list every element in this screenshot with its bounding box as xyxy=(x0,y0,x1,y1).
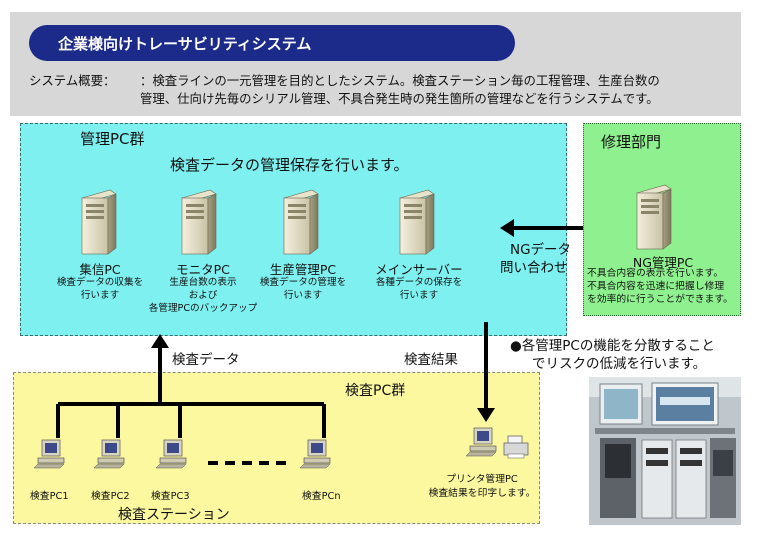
desktop-pc-icon xyxy=(299,439,331,469)
server-icon xyxy=(181,189,217,255)
inspection-pc-1-label: 検査PC1 xyxy=(30,491,69,502)
inspection-result-arrow xyxy=(477,322,495,422)
overview-label: システム概要： xyxy=(29,73,116,88)
ng-query-arrow xyxy=(500,219,583,237)
ng-pc-desc-3: を効率的に行うことができます。 xyxy=(587,294,733,305)
printer-icon xyxy=(503,435,529,459)
server-desc-2b: および xyxy=(188,290,218,301)
risk-note-line-1: ●各管理PCの機能を分散すること xyxy=(510,338,715,354)
server-name-3: 生産管理PC xyxy=(269,262,337,277)
server-icon xyxy=(283,189,319,255)
ng-pc-name: NG管理PC xyxy=(632,255,694,270)
desktop-pc-icon xyxy=(155,439,187,469)
server-desc-4b: 行います xyxy=(399,290,439,301)
server-desc-4a: 各種データの保存を xyxy=(375,277,463,288)
ng-data-label: NGデータ xyxy=(510,242,572,258)
server-icon xyxy=(81,189,117,255)
server-desc-3a: 検査データの管理を xyxy=(259,277,347,288)
server-name-2: モニタPC xyxy=(176,262,230,277)
desktop-pc-icon xyxy=(93,439,125,469)
repair-title: 修理部門 xyxy=(601,133,662,151)
inspection-data-arrow xyxy=(151,334,169,403)
inspection-pc-n-label: 検査PCn xyxy=(302,491,341,502)
title-banner xyxy=(29,25,515,61)
printer-pc-icon xyxy=(465,427,497,457)
station-group-title: 検査PC群 xyxy=(345,383,406,399)
ng-server-icon xyxy=(636,184,672,250)
ng-query-label: 問い合わせ xyxy=(500,260,568,276)
server-desc-1a: 検査データの収集を xyxy=(56,277,144,288)
server-name-4: メインサーバー xyxy=(375,262,463,277)
overview-line-1: ：検査ラインの一元管理を目的としたシステム。検査ステーション毎の工程管理、生産台… xyxy=(140,73,660,88)
server-desc-3b: 行います xyxy=(283,290,323,301)
server-desc-2a: 生産台数の表示 xyxy=(169,277,237,288)
station-footer: 検査ステーション xyxy=(118,507,230,523)
inspection-pc-group xyxy=(13,372,540,524)
ng-pc-desc-1: 不具合内容の表示を行います。 xyxy=(587,268,724,279)
management-subtitle: 検査データの管理保存を行います。 xyxy=(170,156,409,174)
server-desc-2c: 各管理PCのバックアップ xyxy=(148,303,258,314)
inspection-pc-3-label: 検査PC3 xyxy=(151,491,190,502)
factory-photo xyxy=(589,377,741,525)
desktop-pc-icon xyxy=(33,439,65,469)
server-desc-1b: 行います xyxy=(80,290,120,301)
overview-line-2: 管理、仕向け先毎のシリアル管理、不具合発生時の発生箇所の管理などを行うシステムで… xyxy=(140,91,659,106)
ellipsis-dashes xyxy=(208,461,286,465)
inspection-data-label: 検査データ xyxy=(172,352,240,368)
risk-note-line-2: でリスクの低減を行います。 xyxy=(532,356,707,372)
network-bus xyxy=(56,402,326,438)
page-title: 企業様向けトレーサビリティシステム xyxy=(58,35,312,53)
management-title: 管理PC群 xyxy=(80,130,145,148)
inspection-result-label: 検査結果 xyxy=(404,352,458,368)
server-icon xyxy=(399,189,435,255)
inspection-pc-2-label: 検査PC2 xyxy=(91,491,130,502)
printer-pc-label: プリンタ管理PC xyxy=(446,474,518,485)
ng-pc-desc-2: 不具合内容を迅速に把握し修理 xyxy=(587,281,725,292)
server-name-1: 集信PC xyxy=(79,262,121,277)
printer-pc-desc: 検査結果を印字します。 xyxy=(428,488,536,499)
